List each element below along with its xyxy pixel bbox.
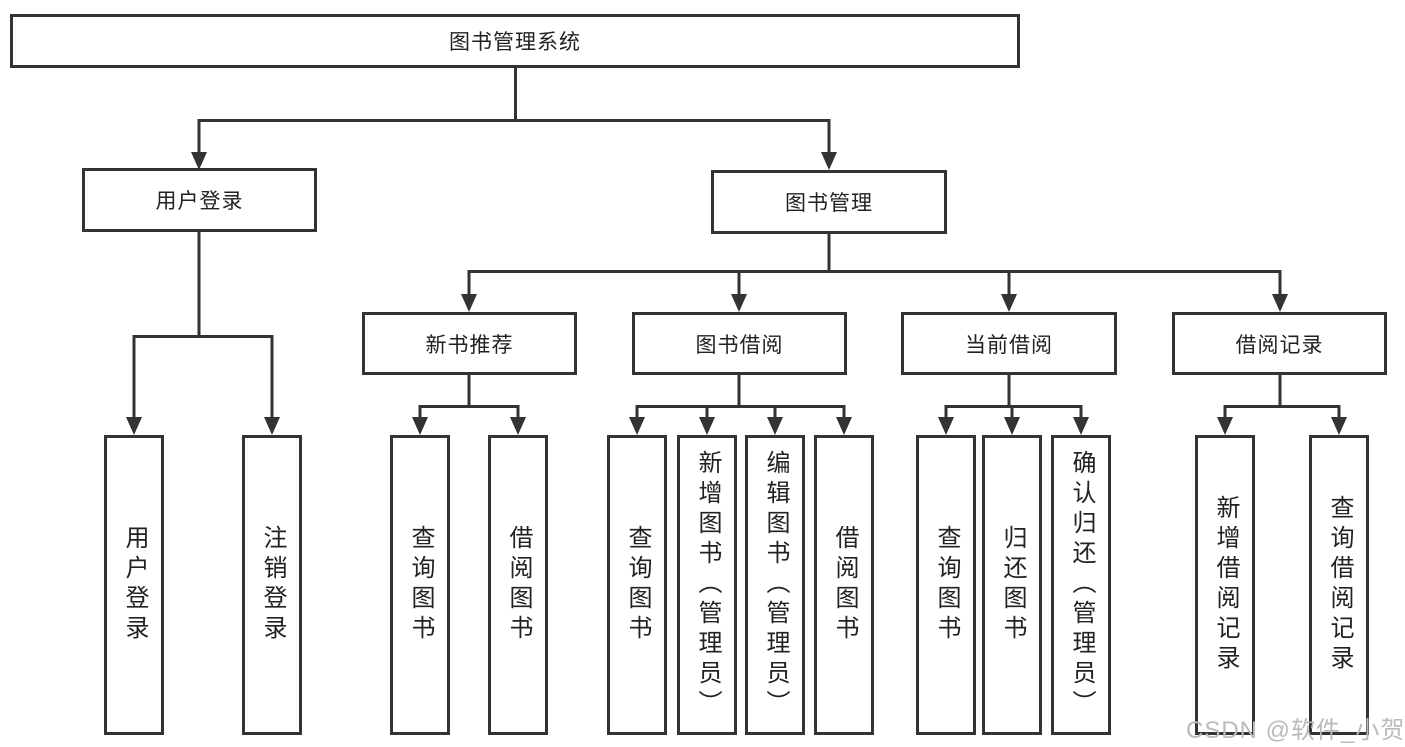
leaf-label: 借阅图书	[831, 525, 858, 645]
leaf-borrow-books: 借阅图书	[814, 435, 874, 735]
leaf-label: 查询图书	[624, 525, 651, 645]
leaf-confirm-return-admin: 确认归还（管理员）	[1051, 435, 1111, 735]
node-library-management-system: 图书管理系统	[10, 14, 1020, 68]
node-user-login: 用户登录	[82, 168, 317, 232]
leaf-user-login: 用户登录	[104, 435, 164, 735]
leaf-label: 新增图书（管理员）	[694, 450, 721, 720]
node-book-management: 图书管理	[711, 170, 947, 234]
leaf-label: 查询图书	[407, 525, 434, 645]
leaf-label: 确认归还（管理员）	[1068, 450, 1095, 720]
leaf-label: 归还图书	[999, 525, 1026, 645]
leaf-logout: 注销登录	[242, 435, 302, 735]
leaf-query-books-current: 查询图书	[916, 435, 976, 735]
leaf-label: 查询借阅记录	[1326, 495, 1353, 675]
leaf-label: 借阅图书	[505, 525, 532, 645]
node-book-borrowing: 图书借阅	[632, 312, 847, 375]
node-borrowing-records: 借阅记录	[1172, 312, 1387, 375]
leaf-query-books-recommend: 查询图书	[390, 435, 450, 735]
leaf-label: 新增借阅记录	[1212, 495, 1239, 675]
csdn-watermark: CSDN @软件_小贺同学	[1186, 717, 1405, 744]
leaf-label: 编辑图书（管理员）	[762, 450, 789, 720]
leaf-query-borrow-record: 查询借阅记录	[1309, 435, 1369, 735]
leaf-label: 用户登录	[121, 525, 148, 645]
leaf-add-books-admin: 新增图书（管理员）	[677, 435, 737, 735]
leaf-label: 注销登录	[259, 525, 286, 645]
node-current-borrowing: 当前借阅	[901, 312, 1117, 375]
leaf-edit-books-admin: 编辑图书（管理员）	[745, 435, 805, 735]
node-new-book-recommend: 新书推荐	[362, 312, 577, 375]
leaf-query-books-borrowing: 查询图书	[607, 435, 667, 735]
leaf-add-borrow-record: 新增借阅记录	[1195, 435, 1255, 735]
leaf-borrow-books-recommend: 借阅图书	[488, 435, 548, 735]
leaf-label: 查询图书	[933, 525, 960, 645]
leaf-return-books: 归还图书	[982, 435, 1042, 735]
